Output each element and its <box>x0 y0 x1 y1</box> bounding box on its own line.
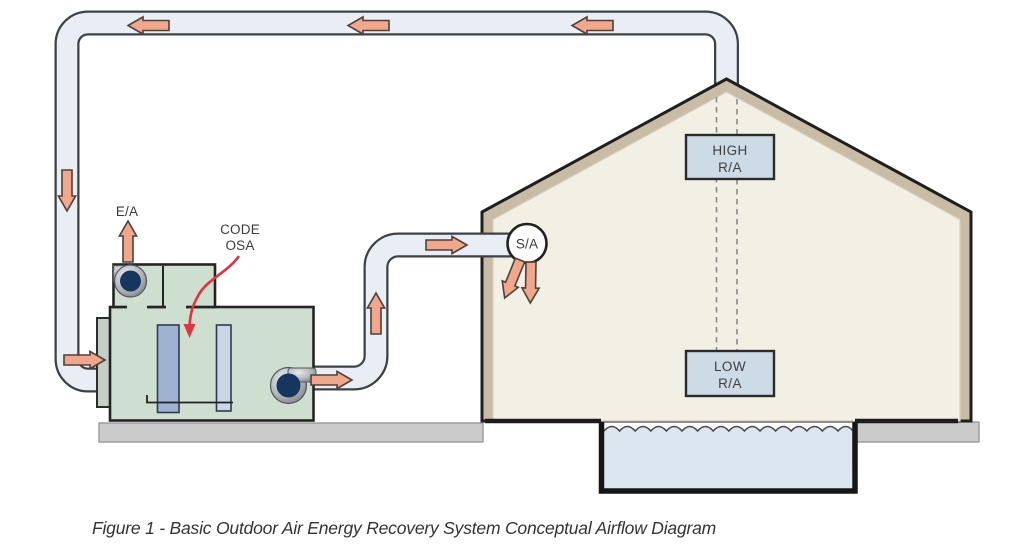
ahu-main-cabinet <box>108 305 315 422</box>
low-return-grille: LOW R/A <box>684 349 776 398</box>
supply-fan-inlet <box>276 373 301 398</box>
return-air-duct <box>54 10 739 393</box>
low-return-label-line2: R/A <box>718 376 742 391</box>
high-return-box <box>684 133 776 181</box>
recovery-wheel-dark <box>156 324 180 414</box>
high-return-grille: HIGH R/A <box>684 133 776 181</box>
high-return-label-line2: R/A <box>718 160 742 175</box>
low-return-box <box>684 349 776 398</box>
ground-strip-left <box>98 422 484 443</box>
air-handling-unit <box>96 263 317 422</box>
exhaust-fan-inlet <box>120 270 141 292</box>
building-interior <box>492 91 961 422</box>
code-osa-label-line1: CODE <box>220 222 260 237</box>
ground-strip-right <box>855 421 980 443</box>
recovery-wheel-light <box>215 324 232 412</box>
drain-pan-line <box>146 395 233 404</box>
supply-air-outlet: S/A <box>506 222 548 265</box>
code-osa-pointer-curve <box>188 255 241 327</box>
pool-water-line <box>603 425 854 433</box>
exhaust-air-label: E/A <box>116 204 138 219</box>
figure-caption: Figure 1 - Basic Outdoor Air Energy Reco… <box>92 518 716 538</box>
building <box>480 77 973 424</box>
return-duct-body <box>56 12 737 391</box>
pool-walls <box>598 419 858 494</box>
pool-water <box>604 426 854 489</box>
high-return-label-line1: HIGH <box>712 143 747 158</box>
code-osa-pointer-head <box>183 324 196 338</box>
exhaust-fan <box>112 264 148 298</box>
code-osa-pointer <box>183 255 241 338</box>
code-osa-label-line2: OSA <box>225 238 254 253</box>
low-return-label-line1: LOW <box>714 359 746 374</box>
indoor-pool <box>598 419 858 494</box>
ahu-damper-opening-2 <box>166 303 186 311</box>
ahu-damper-opening-1 <box>127 303 147 311</box>
supply-air-label: S/A <box>516 237 538 252</box>
exhaust-air-arrow <box>118 220 138 263</box>
